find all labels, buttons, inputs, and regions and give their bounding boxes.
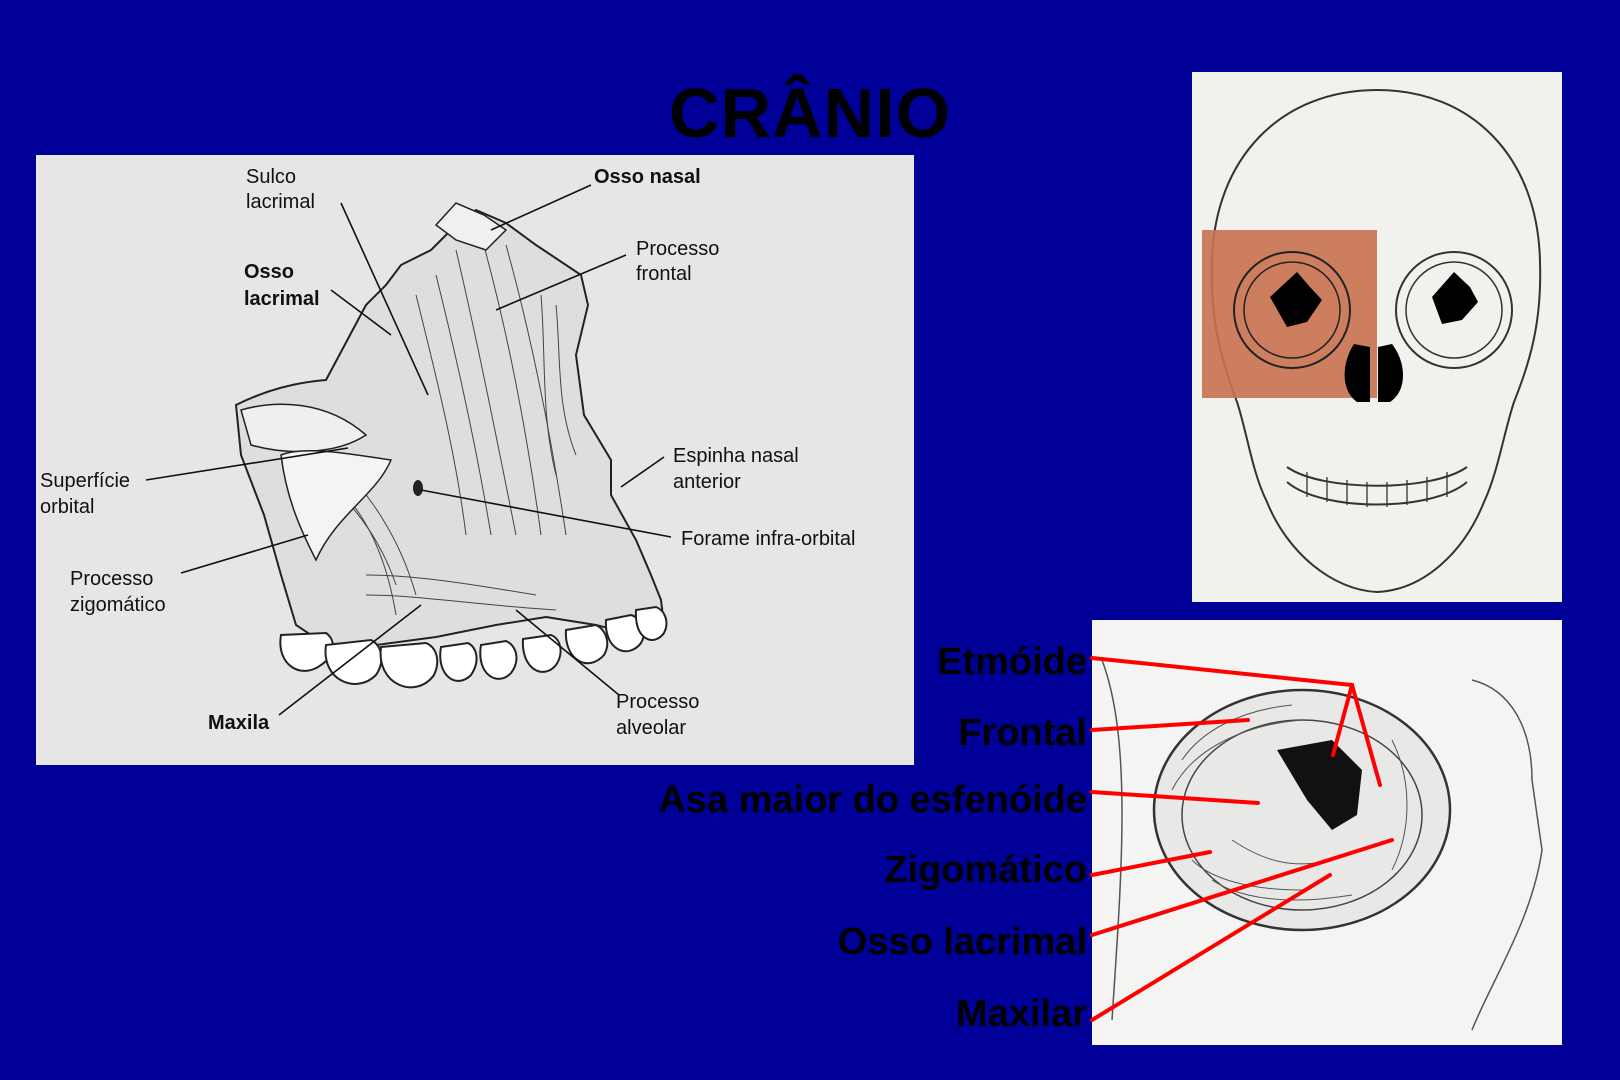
pointer-line-etmoide-branch2 (1352, 685, 1380, 785)
pointer-line-asa-maior (1092, 792, 1258, 803)
pointer-line-etmoide (1092, 658, 1352, 685)
pointer-line-osso-lacrimal (1092, 840, 1392, 935)
pointer-line-zigomatico (1092, 852, 1210, 875)
pointer-line-frontal (1092, 720, 1248, 730)
pointer-line-etmoide-branch1 (1333, 685, 1352, 755)
